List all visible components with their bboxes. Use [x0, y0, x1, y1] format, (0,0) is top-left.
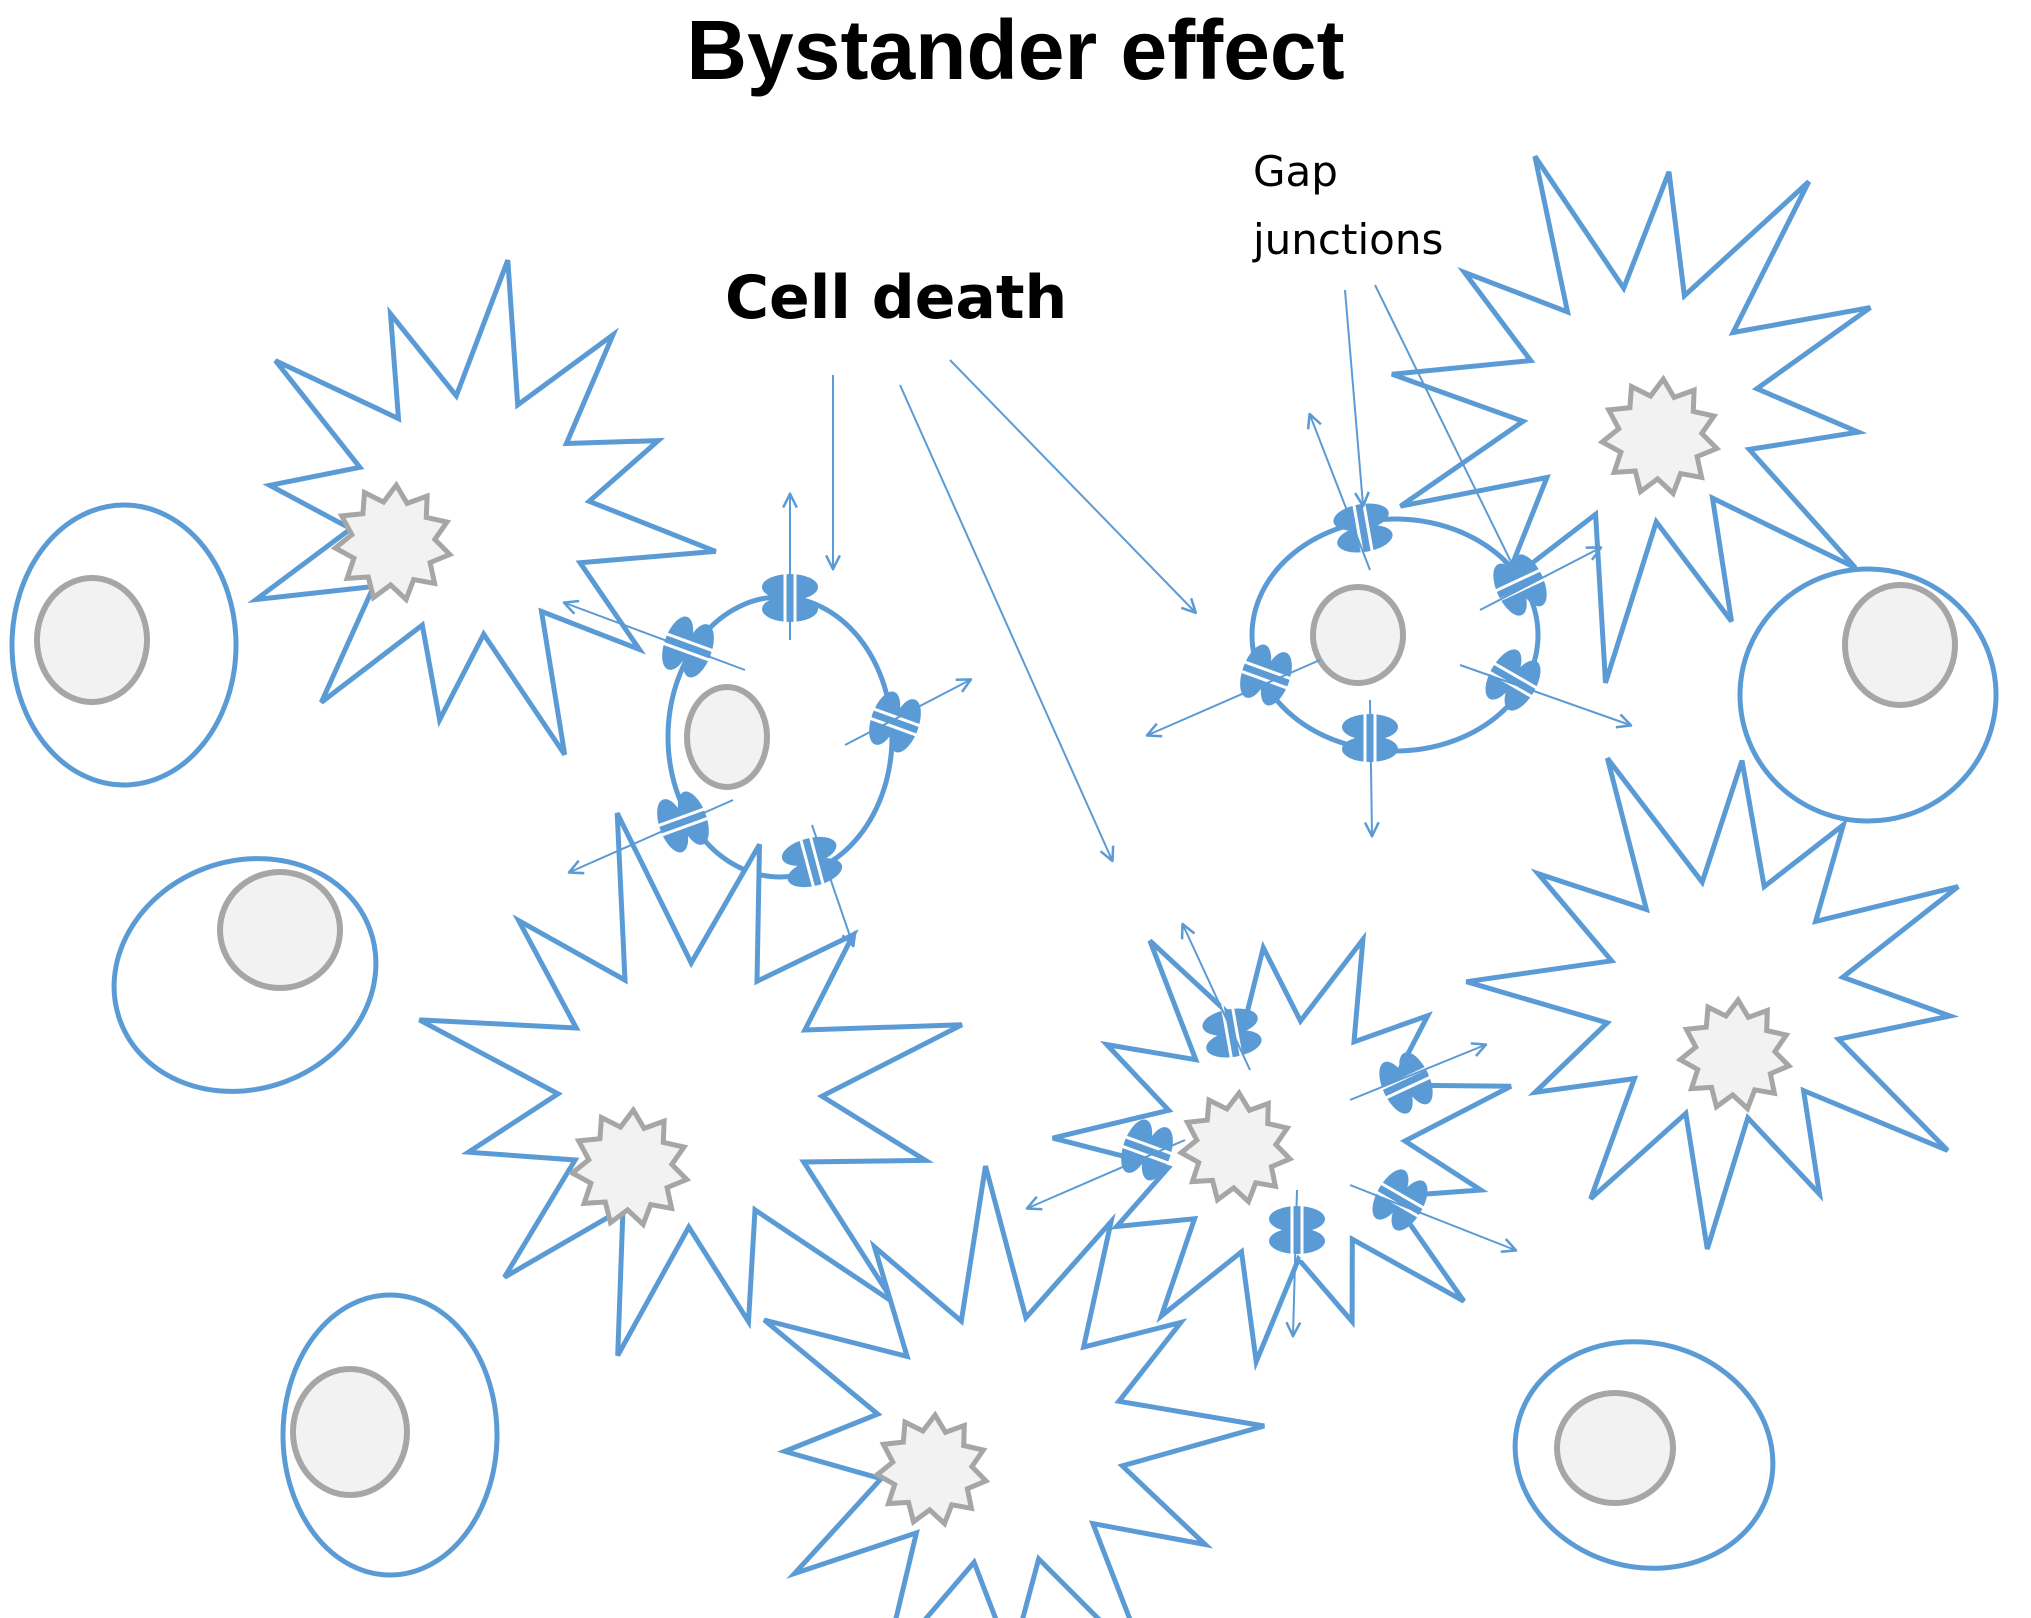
- gap-junction-half: [1121, 1119, 1153, 1173]
- intact-cell-nucleus: [217, 869, 343, 991]
- gap-junction-pore: [1375, 1179, 1430, 1212]
- gap-junction-pore: [797, 833, 817, 893]
- gap-junction-pore: [1235, 668, 1293, 692]
- gap-junction-pore: [1380, 1073, 1436, 1102]
- intact-cell-nucleus: [1842, 582, 1958, 708]
- gap-junction-half: [889, 699, 921, 753]
- diffusion-arrow: [1479, 548, 1600, 611]
- diffusion-arrow: [1028, 1139, 1186, 1208]
- cells-layer: [9, 154, 1999, 1618]
- dying-cell-nucleus: [1176, 1088, 1295, 1206]
- gap-junction-half: [1493, 563, 1527, 616]
- gap-junction-half: [1513, 554, 1547, 607]
- dying-cell-nucleus: [1675, 995, 1794, 1113]
- diffusion-arrow: [565, 603, 746, 671]
- dying-cell-nucleus: [330, 480, 455, 604]
- diffusion-arrow: [1344, 289, 1363, 505]
- intact-cell-nucleus: [34, 575, 150, 705]
- diffusion-arrow: [1310, 415, 1371, 571]
- dying-cell-nucleus: [567, 1105, 692, 1229]
- gap-junction-channel: [1483, 649, 1543, 711]
- gap-junction-channel: [657, 616, 719, 678]
- gap-junction-pore: [1239, 658, 1297, 682]
- intact-cell-nucleus: [290, 1366, 410, 1498]
- arrow-layer: [565, 284, 1630, 1335]
- gap-junction-half: [1379, 1061, 1413, 1114]
- gap-junctions-label-line-1: Gap: [1253, 147, 1338, 196]
- dying-cell: [418, 811, 964, 1357]
- gap-junction-half: [1269, 1228, 1325, 1254]
- gap-junction-channel: [1342, 708, 1398, 768]
- diffusion-arrow: [1293, 1189, 1297, 1335]
- diffusion-arrow: [1374, 284, 1515, 570]
- gap-junction-pore: [1483, 668, 1538, 701]
- gap-junction-half: [1372, 1169, 1409, 1220]
- intact-cell-nucleus: [1554, 1390, 1676, 1506]
- cell-death-label: Cell death: [725, 263, 1068, 333]
- dying-cell: [247, 259, 717, 756]
- gap-junction-half: [1337, 525, 1393, 553]
- gap-junction-pore: [807, 831, 827, 891]
- diffusion-arrow: [1148, 659, 1321, 735]
- gap-junction-half: [787, 858, 843, 888]
- gap-junctions-label-line-2: junctions: [1253, 215, 1444, 264]
- gap-junction-half: [1399, 1052, 1433, 1105]
- gap-junction-pore: [1120, 1133, 1178, 1157]
- gap-junction-channel: [1116, 1119, 1178, 1181]
- communicating-cell-nucleus: [684, 684, 770, 790]
- gap-junction-half: [662, 616, 694, 670]
- diffusion-arrow: [811, 824, 853, 945]
- dying-cell: [1465, 756, 1960, 1250]
- dying-cell-nucleus: [1597, 374, 1722, 498]
- gap-junction-pore: [1230, 1002, 1244, 1062]
- gap-junction-layer: [652, 497, 1550, 1260]
- diffusion-arrow: [1349, 1045, 1485, 1101]
- gap-junction-half: [1206, 1030, 1262, 1058]
- gap-junction-half: [1485, 649, 1522, 700]
- communicating-cell-nucleus: [1310, 584, 1406, 686]
- diffusion-arrow: [949, 359, 1195, 612]
- diffusion-arrow: [899, 384, 1112, 860]
- diffusion-arrow: [1370, 699, 1372, 835]
- diffusion-arrow: [570, 799, 734, 872]
- diffusion-arrow: [844, 680, 970, 746]
- diagram-title: Bystander effect: [686, 3, 1345, 97]
- gap-junction-channel: [1490, 554, 1550, 616]
- gap-junction-pore: [1488, 659, 1543, 692]
- diffusion-arrow: [1459, 664, 1630, 725]
- gap-junction-pore: [657, 640, 715, 664]
- gap-junction-pore: [661, 630, 719, 654]
- diffusion-arrow: [1183, 925, 1251, 1071]
- gap-junction-pore: [652, 805, 710, 829]
- gap-junction-pore: [656, 815, 714, 839]
- dying-cell-nucleus: [872, 1410, 991, 1528]
- gap-junction-pore: [1490, 566, 1546, 595]
- gap-junctions-label: Gap junctions: [1253, 138, 1443, 274]
- gap-junction-half: [1391, 1180, 1428, 1231]
- diffusion-arrow: [1349, 1184, 1515, 1250]
- gap-junction-half: [1202, 1008, 1258, 1036]
- gap-junction-pore: [1116, 1143, 1174, 1167]
- gap-junction-pore: [864, 715, 922, 739]
- gap-junction-channel: [864, 691, 926, 753]
- gap-junction-half: [1504, 660, 1541, 711]
